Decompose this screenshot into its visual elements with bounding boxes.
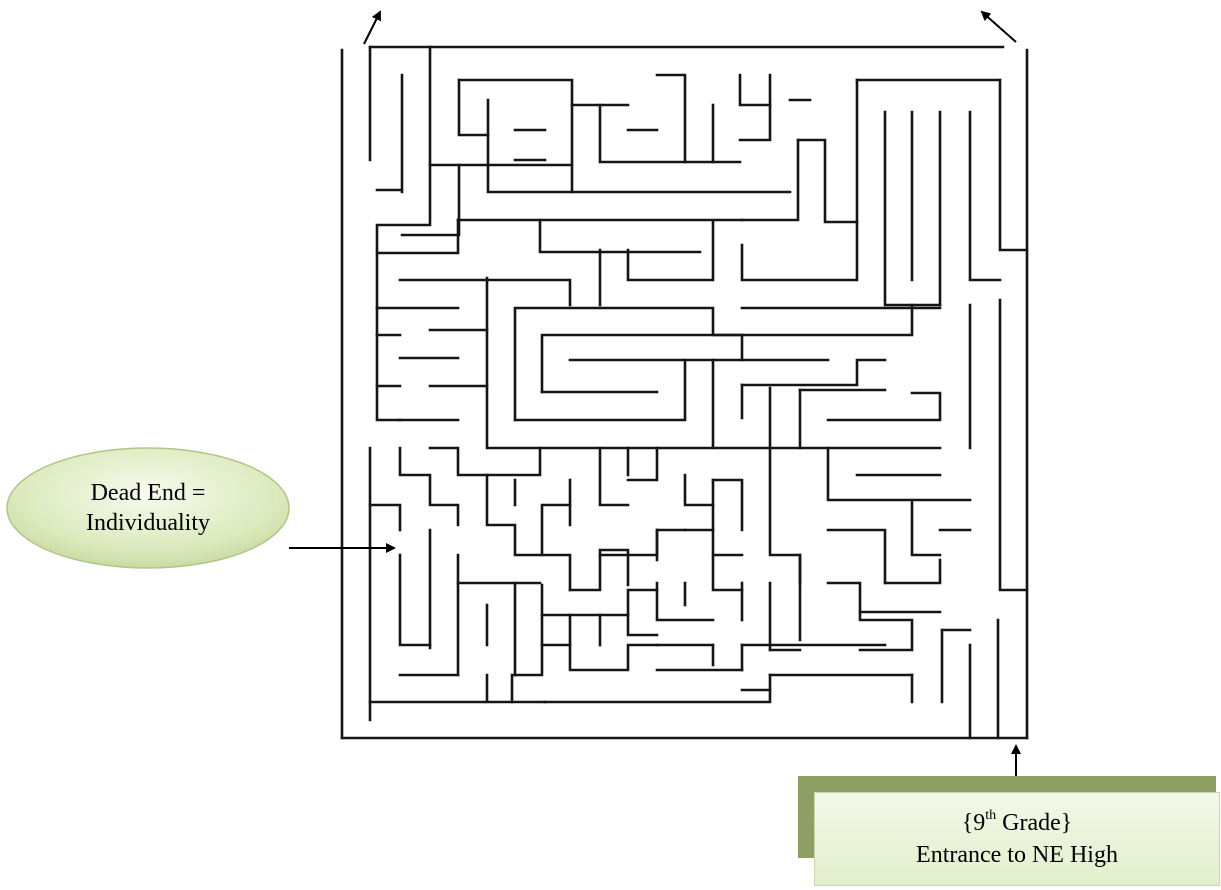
maze-walls <box>340 45 1029 740</box>
exit-arrow-top-right <box>980 10 1017 43</box>
entrance-label-line2: Entrance to NE High <box>916 842 1118 868</box>
dead-end-label-line1: Dead End = <box>90 480 206 506</box>
dead-end-callout: Dead End = Individuality <box>8 449 288 567</box>
exit-arrow-top-left <box>363 10 381 45</box>
dead-end-label-line2: Individuality <box>86 510 210 536</box>
entrance-grade-prefix: {9 <box>961 810 986 836</box>
entrance-grade-suffix: Grade} <box>996 810 1073 836</box>
dead-end-oval <box>6 447 290 569</box>
entrance-grade-superscript: th <box>985 808 997 823</box>
entrance-label-line1: {9th Grade} <box>962 807 1073 839</box>
entrance-callout-box: {9th Grade} Entrance to NE High <box>814 792 1220 886</box>
